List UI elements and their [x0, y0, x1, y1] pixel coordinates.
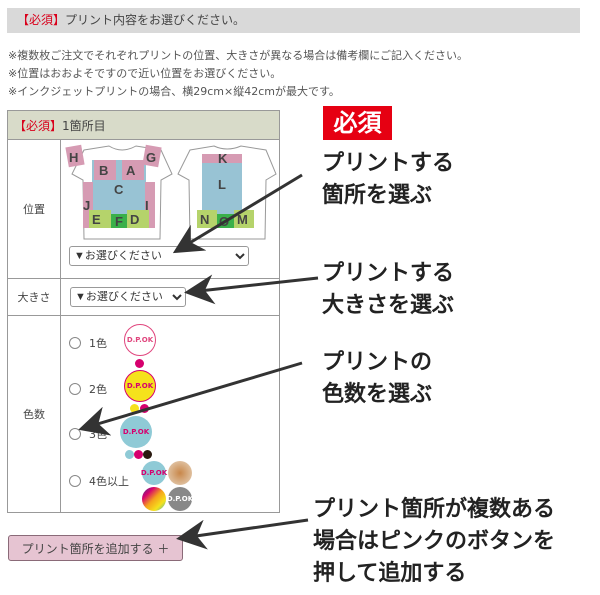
color-count-label: 色数 — [7, 315, 61, 513]
svg-text:F: F — [115, 214, 123, 229]
color-dot — [143, 450, 152, 459]
option-label: 1色 — [89, 337, 107, 350]
note: ※複数枚ご注文でそれぞれプリントの位置、大きさが異なる場合は備考欄にご記入くださ… — [8, 49, 468, 62]
color-dot — [134, 450, 143, 459]
size-label: 大きさ — [7, 278, 61, 316]
one-color-logo: D.P.OK — [124, 324, 156, 356]
color-dot — [135, 359, 144, 368]
radio-button[interactable] — [69, 428, 81, 440]
callout-multiple: プリント箇所が複数ある場合はピンクのボタンを押して追加する — [313, 497, 556, 586]
option-label: 3色 — [89, 428, 107, 441]
svg-text:I: I — [145, 198, 149, 213]
arrow-icon — [176, 518, 309, 550]
section-header: 【必須】プリント内容をお選びください。 — [7, 8, 580, 33]
print-table: 【必須】1箇所目 位置 H G B A C J I E F D K L N O … — [7, 110, 280, 513]
callout-position: プリントする箇所を選ぶ — [322, 151, 455, 208]
two-color-logo: D.P.OK — [124, 370, 156, 402]
svg-text:H: H — [69, 150, 78, 165]
table-title: 1箇所目 — [62, 118, 106, 133]
note: ※インクジェットプリントの場合、横29cm×縦42cmが最大です。 — [8, 85, 340, 98]
notes: ※複数枚ご注文でそれぞれプリントの位置、大きさが異なる場合は備考欄にご記入くださ… — [8, 47, 468, 101]
position-select[interactable]: ▼お選びください — [69, 246, 249, 266]
option-label: 2色 — [89, 383, 107, 396]
gray-logo: D.P.OK — [167, 487, 193, 511]
svg-text:N: N — [200, 212, 209, 227]
svg-text:G: G — [146, 150, 156, 165]
color-option-4[interactable]: 4色以上 — [69, 474, 129, 488]
required-badge: 必須 — [323, 106, 392, 140]
color-option-1[interactable]: 1色 — [69, 336, 107, 350]
radio-button[interactable] — [69, 383, 81, 395]
three-color-logo: D.P.OK — [120, 416, 152, 448]
required-label: 【必須】 — [17, 13, 66, 27]
color-option-2[interactable]: 2色 — [69, 382, 107, 396]
color-dot — [125, 450, 134, 459]
table-header: 【必須】1箇所目 — [7, 110, 280, 140]
svg-text:K: K — [218, 151, 228, 166]
tshirt-position-diagram: H G B A C J I E F D K L N O M — [65, 144, 277, 240]
svg-text:A: A — [126, 163, 136, 178]
svg-text:M: M — [237, 212, 248, 227]
color-dot — [130, 404, 139, 413]
size-select[interactable]: ▼お選びください — [70, 287, 186, 307]
color-dot — [140, 404, 149, 413]
svg-text:D: D — [130, 212, 139, 227]
color-option-3[interactable]: 3色 — [69, 427, 107, 441]
cat-photo — [168, 461, 192, 485]
required-label: 【必須】 — [14, 118, 63, 133]
position-label: 位置 — [7, 139, 61, 279]
add-print-location-button[interactable]: プリント箇所を追加する ＋ — [8, 535, 183, 561]
svg-text:O: O — [219, 214, 229, 229]
svg-text:E: E — [92, 212, 101, 227]
svg-text:B: B — [99, 163, 108, 178]
section-title: プリント内容をお選びください。 — [65, 13, 246, 27]
svg-text:J: J — [83, 198, 90, 213]
gradient-sample — [142, 487, 166, 511]
full-color-logo: D.P.OK — [141, 461, 167, 485]
option-label: 4色以上 — [89, 475, 129, 488]
radio-button[interactable] — [69, 337, 81, 349]
note: ※位置はおおよそですので近い位置をお選びください。 — [8, 67, 282, 80]
callout-size: プリントする大きさを選ぶ — [322, 261, 455, 318]
svg-text:C: C — [114, 182, 124, 197]
callout-color: プリントの色数を選ぶ — [322, 350, 433, 407]
svg-text:L: L — [218, 177, 226, 192]
radio-button[interactable] — [69, 475, 81, 487]
